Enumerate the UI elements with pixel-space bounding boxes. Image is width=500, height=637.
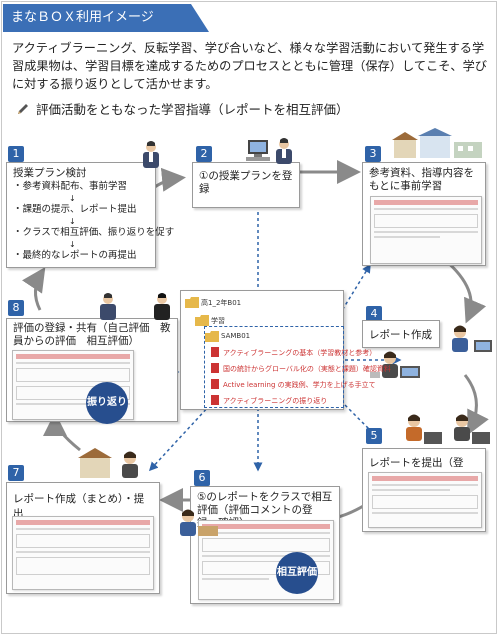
- folder-root[interactable]: 高1_2年B01: [201, 299, 242, 307]
- step-8-number: 8: [8, 300, 24, 316]
- school-icon: [392, 128, 482, 158]
- intro-text: アクティブラーニング、反転学習、学び合いなど、様々な学習活動において発生する学習…: [12, 41, 487, 91]
- step-7-label: レポート作成（まとめ）・提出: [13, 493, 145, 520]
- peer-review-badge: 相互評価: [276, 552, 318, 594]
- pencil-icon: [18, 103, 28, 114]
- reflection-badge: 振り返り: [86, 382, 128, 424]
- teacher-icon: [100, 293, 170, 320]
- arrow-8-to-1: [22, 267, 46, 311]
- step-1-box: 授業プラン検討 ・参考資料配布、事前学習 ↓ ・課題の提示、レポート提出 ↓ ・…: [6, 162, 175, 268]
- step-1-item: ・課題の提示、レポート提出: [13, 204, 137, 215]
- teacher-icon: [143, 141, 159, 168]
- folder-icon: [205, 331, 219, 342]
- arrow-4-to-5: [463, 374, 489, 436]
- student-icon: [406, 414, 490, 444]
- step-7-screen: [12, 516, 154, 590]
- step-6-number: 6: [194, 470, 210, 486]
- step-4-label: レポート作成: [369, 329, 432, 341]
- file-item[interactable]: Active learning の実践例、学力を上げる手立て: [223, 381, 376, 389]
- step-5-screen: [368, 472, 482, 528]
- folder-icon: [195, 315, 209, 326]
- student-icon: [180, 509, 218, 536]
- step-1-arrow: ↓: [69, 240, 76, 249]
- step-2-box: ①の授業プランを登録: [192, 162, 300, 208]
- student-icon: [370, 325, 492, 378]
- step-5-number: 5: [366, 428, 382, 444]
- file-item[interactable]: アクティブラーニングの基本（学習教材と参考）: [223, 349, 377, 357]
- step-2-number: 2: [196, 146, 212, 162]
- computer-icon: [246, 138, 292, 164]
- school-icon: [78, 448, 138, 478]
- step-1-heading: 授業プラン検討: [13, 167, 87, 179]
- step-1-arrow: ↓: [69, 217, 76, 226]
- file-icon: [211, 347, 219, 357]
- step-1-item: ・クラスで相互評価、振り返りを促す: [13, 227, 175, 238]
- step-1-item: ・最終的なレポートの再提出: [13, 250, 137, 261]
- page-title: まなＢＯＸ利用イメージ: [3, 4, 209, 32]
- file-icon: [211, 379, 219, 389]
- step-7-number: 7: [8, 465, 24, 481]
- step-1-number: 1: [8, 146, 24, 162]
- folder-icon: [185, 297, 199, 308]
- file-item[interactable]: 国の統計からグローバル化の（実態と課題）確認資料: [223, 365, 391, 373]
- folder-learning[interactable]: 学習: [211, 317, 225, 325]
- step-1-item: ・参考資料配布、事前学習: [13, 181, 128, 192]
- step-3-label: 参考資料、指導内容をもとに事前学習: [369, 167, 474, 192]
- file-icon: [211, 363, 219, 373]
- step-8-label: 評価の登録・共有（自己評価 教員からの評価 相互評価）: [13, 322, 171, 347]
- folder-sub[interactable]: SAMB01: [221, 332, 251, 340]
- arrow-3-to-4: [444, 258, 487, 324]
- arrow-7-to-8: [43, 412, 81, 452]
- step-4-box: レポート作成: [362, 320, 440, 348]
- center-highlight: [204, 326, 344, 408]
- file-icon: [211, 395, 219, 405]
- section-subheading: 評価活動をともなった学習指導（レポートを相互評価）: [16, 99, 349, 118]
- step-2-label: ①の授業プランを登録: [199, 170, 293, 195]
- step-1-arrow: ↓: [69, 194, 76, 203]
- step-4-number: 4: [366, 306, 382, 322]
- subheading-text: 評価活動をともなった学習指導（レポートを相互評価）: [36, 102, 349, 117]
- file-item[interactable]: アクティブラーニングの振り返り: [223, 397, 328, 405]
- step-3-number: 3: [365, 146, 381, 162]
- step-3-screen: [370, 196, 482, 264]
